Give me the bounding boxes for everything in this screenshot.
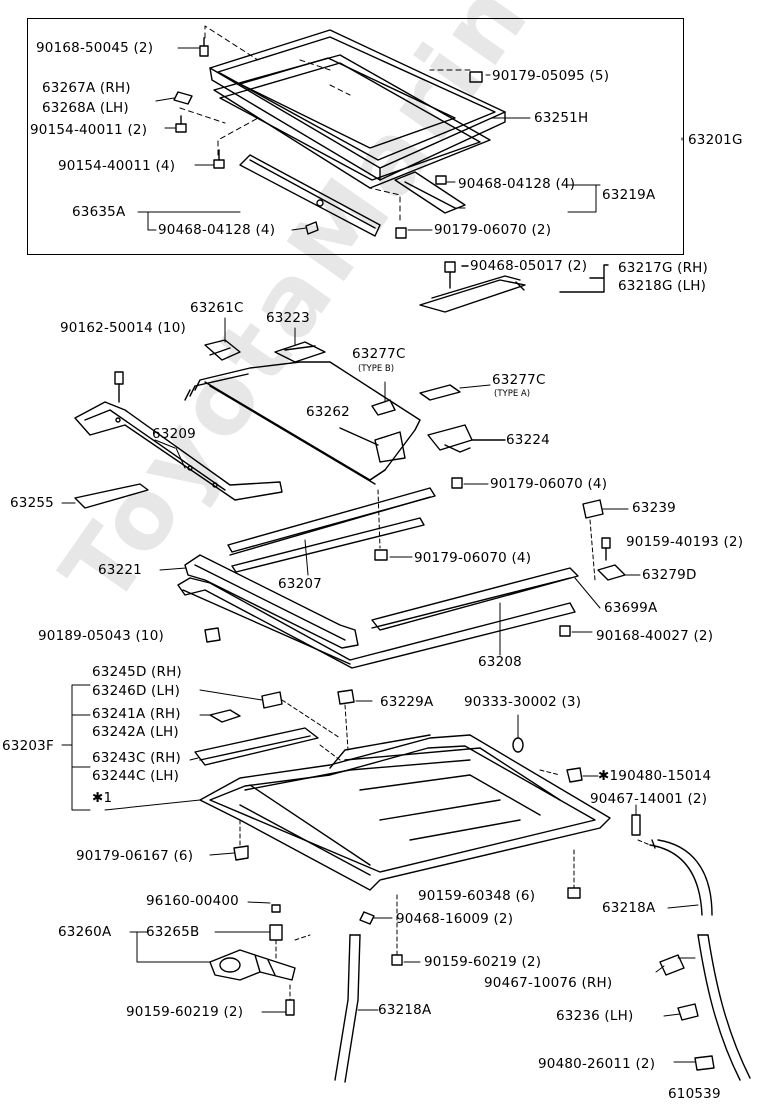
drain-hose-63218A-left: [334, 934, 379, 1083]
label-90159-60219-b: 90159-60219 (2): [126, 1004, 244, 1020]
leaders-63203F: [61, 684, 373, 811]
label-63224: 63224: [506, 432, 550, 448]
motor-63260A: [129, 901, 311, 1016]
label-typeB: (TYPE B): [358, 364, 395, 374]
label-star1: ✱1: [92, 790, 113, 806]
figure-code: 610539: [668, 1086, 721, 1102]
label-90467-10076: 90467-10076 (RH): [484, 975, 613, 991]
label-190480-15014: ✱190480-15014: [598, 768, 712, 784]
rail-63699A: [371, 567, 601, 631]
label-63201G: 63201G: [688, 132, 743, 148]
base-frame-63203F: [199, 734, 611, 891]
label-90333-30002: 90333-30002 (3): [464, 694, 582, 710]
dashed-leaders-top: [179, 25, 471, 221]
label-63246D: 63246D (LH): [92, 683, 181, 699]
label-63239: 63239: [632, 500, 676, 516]
clips-under-base: [209, 819, 581, 966]
label-63221: 63221: [98, 562, 142, 578]
label-63223: 63223: [266, 310, 310, 326]
label-90168-40027: 90168-40027 (2): [596, 628, 714, 644]
label-63251H: 63251H: [534, 110, 589, 126]
label-63218G: 63218G (LH): [618, 278, 707, 294]
label-63245D: 63245D (RH): [92, 664, 182, 680]
label-90468-04128-b: 90468-04128 (4): [158, 222, 276, 238]
assembly-63201G-frame: [27, 18, 684, 255]
label-63255: 63255: [10, 495, 54, 511]
label-63261C: 63261C: [190, 300, 244, 316]
glass-panel-63251H: [209, 29, 506, 189]
label-63244C: 63244C (LH): [92, 768, 180, 784]
part-63261C: [204, 339, 241, 361]
label-90154-40011-4: 90154-40011 (4): [58, 158, 176, 174]
label-90467-14001: 90467-14001 (2): [590, 791, 708, 807]
label-63207: 63207: [278, 576, 322, 592]
label-63218A-right: 63218A: [602, 900, 656, 916]
label-63236: 63236 (LH): [556, 1008, 634, 1024]
label-63260A: 63260A: [58, 924, 112, 940]
drain-hose-63218A-right: [637, 839, 751, 1081]
part-63223: [274, 341, 326, 363]
label-63277C-typeA: 63277C: [492, 372, 546, 388]
label-63267A: 63267A (RH): [42, 80, 131, 96]
bracket-63219A: [394, 171, 466, 214]
label-63229A: 63229A: [380, 694, 434, 710]
label-63265B: 63265B: [146, 924, 200, 940]
label-90179-06070-4a: 90179-06070 (4): [490, 476, 608, 492]
label-63218A-left: 63218A: [378, 1002, 432, 1018]
clips-63236: [655, 954, 715, 1071]
frame-63209: [74, 371, 283, 501]
label-90168-50045: 90168-50045 (2): [36, 40, 154, 56]
part-63239: [559, 499, 641, 637]
label-90468-16009: 90468-16009 (2): [396, 911, 514, 927]
leaders-top: [137, 47, 683, 231]
label-63279D: 63279D: [642, 567, 697, 583]
part-63277C: [371, 384, 461, 416]
label-90468-05017: 90468-05017 (2): [470, 258, 588, 274]
label-63243C: 63243C (RH): [92, 750, 181, 766]
label-63242A: 63242A (LH): [92, 724, 179, 740]
label-96160-00400: 96160-00400: [146, 893, 239, 909]
label-90480-26011: 90480-26011 (2): [538, 1056, 656, 1072]
label-90159-60348: 90159-60348 (6): [418, 888, 536, 904]
label-90154-40011-2: 90154-40011 (2): [30, 122, 148, 138]
label-90179-06167: 90179-06167 (6): [76, 848, 194, 864]
label-63699A: 63699A: [604, 600, 658, 616]
housing-63221: [159, 554, 359, 649]
label-90179-06070-4b: 90179-06070 (4): [414, 550, 532, 566]
rail-63207: [227, 487, 436, 576]
parts-63245D-63241A-63243C: [194, 689, 641, 836]
clip-90189-05043: [204, 627, 221, 643]
label-90159-40193: 90159-40193 (2): [626, 534, 744, 550]
part-63255: [61, 483, 149, 509]
label-90162-50014: 90162-50014 (10): [60, 320, 186, 336]
label-63262: 63262: [306, 404, 350, 420]
label-90179-06070-2: 90179-06070 (2): [434, 222, 552, 238]
label-typeA: (TYPE A): [494, 389, 531, 399]
rail-bracket-63217G: [419, 261, 609, 313]
label-63241A: 63241A (RH): [92, 706, 181, 722]
label-63219A: 63219A: [602, 187, 656, 203]
label-63209: 63209: [152, 426, 196, 442]
label-90159-60219-a: 90159-60219 (2): [424, 954, 542, 970]
label-63277C-typeB: 63277C: [352, 346, 406, 362]
label-63203F: 63203F: [2, 738, 54, 754]
seal-63208: [177, 577, 576, 669]
part-63224: [339, 424, 506, 463]
deflector-63635A: [239, 154, 381, 237]
label-63635A: 63635A: [72, 204, 126, 220]
label-90468-04128-a: 90468-04128 (4): [458, 176, 576, 192]
drive-cable-63262: [184, 361, 421, 485]
label-90189-05043: 90189-05043 (10): [38, 628, 164, 644]
label-63268A: 63268A (LH): [42, 100, 129, 116]
leaders-mid: [154, 317, 491, 449]
clip-90179-06070: [374, 477, 489, 561]
label-90179-05095: 90179-05095 (5): [492, 68, 610, 84]
label-63208: 63208: [478, 654, 522, 670]
label-63217G: 63217G (RH): [618, 260, 708, 276]
